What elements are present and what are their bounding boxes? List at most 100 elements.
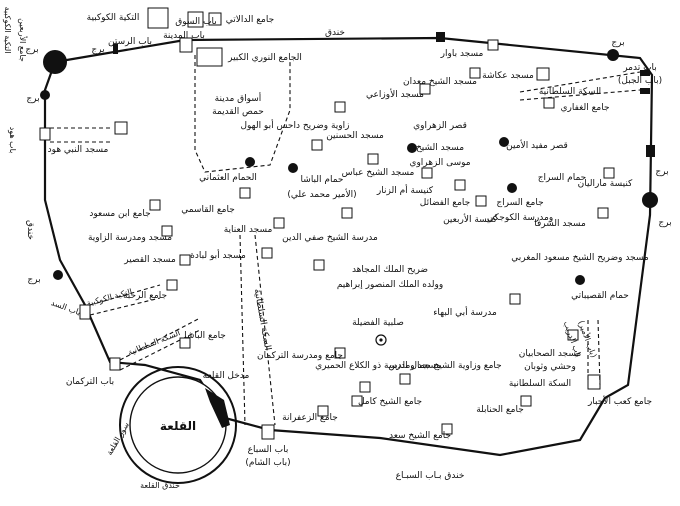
bld-inaba: [273, 217, 285, 229]
label-masjid-madan: مسجد الشيخ معدان: [403, 77, 477, 87]
label-bab-sudd: باب السد: [50, 298, 82, 317]
bld-fadail: [454, 179, 466, 191]
label-masjid-sahabiyan: مسجد الصحابيان: [519, 349, 582, 359]
bld-nuri: [196, 47, 223, 67]
label-aswaq2: حمص القديمة: [212, 107, 264, 117]
dot-mufid: [499, 137, 509, 147]
bld-awzai: [419, 83, 431, 95]
salibiya-center: [379, 338, 383, 342]
label-bab-rastan: باب الرستن: [108, 37, 152, 47]
label-khandaq-top: خندق: [325, 28, 345, 38]
label-jami-zawiya-jamal: جامع وزاوية الشيخ جمال الدين: [388, 361, 501, 371]
bld-zunnar: [421, 167, 433, 179]
label-jami-zafarana: جامع الزعفرانة: [282, 413, 338, 423]
bld-abu-hawl: [334, 101, 346, 113]
label-masjid-awzai: مسجد الأوزاعي: [366, 88, 424, 100]
bld-mujahid: [313, 259, 325, 271]
label-burj-r: برج: [655, 167, 668, 177]
city-wall: [43, 36, 654, 457]
map-labels: خندق خندق بـاب السبـاع خندق خندق القلعة …: [3, 7, 672, 490]
bld-ukasha: [536, 67, 550, 81]
label-qasr-zahrawi: قصر الزهراوي: [413, 121, 467, 131]
label-masjid-abu-libada: مسجد أبو لبادة: [190, 249, 246, 261]
label-masjid-ukasha: مسجد عكاشة: [482, 71, 534, 81]
label-masjid-bawar: مسجد باوار: [440, 49, 484, 59]
label-bab-hud: باب هود: [8, 127, 17, 154]
road-sultaniya-top: [519, 71, 641, 101]
road-right: [587, 319, 601, 386]
bld-mar-elian: [603, 167, 615, 179]
label-jami-nuri: الجامع النوري الكبير: [227, 53, 302, 63]
label-burj-tl: برج: [91, 45, 104, 55]
bld-ghaffari: [543, 97, 555, 109]
label-masjid-nabi-hud: مسجد النبي هود: [48, 145, 109, 155]
label-jami-kaab: جامع كعب الأحبار: [587, 395, 652, 407]
label-burj-r2: برج: [658, 218, 671, 228]
bld-madan: [469, 67, 481, 79]
label-masjid-kalaj: مسجد ومدرسة ذو الكلاع الحميري: [315, 361, 441, 371]
label-madrasa-safi: مدرسة الشيخ صفي الدين: [282, 233, 378, 243]
dot-siraj: [507, 183, 517, 193]
label-bab-madina: باب المدينة: [163, 31, 205, 41]
gate-rastan: [113, 44, 118, 54]
label-masjid-hasanin: مسجد الحسنين: [326, 131, 384, 141]
label-khandaq-left: خندق: [25, 220, 35, 240]
label-masjid-maghribi: مسجد وضريح الشيخ مسعود المغربي: [511, 253, 649, 263]
bld-zafarana: [317, 405, 329, 417]
bld-basha: [179, 337, 191, 349]
bld-abi-bahaa: [509, 293, 521, 305]
label-jami-basha: جامع الباشا: [184, 331, 226, 341]
label-bab-tadmur: باب تدمر: [622, 63, 657, 73]
bld-qusayr: [179, 254, 191, 266]
tower-right-1: [642, 192, 658, 208]
label-bab-sibaa: باب السباع: [248, 445, 289, 455]
label-zawiya-abu-hawl: زاوية وضريح داحس أبو الهول: [240, 119, 349, 131]
label-musa-zahrawi: موسى الزهراوي: [409, 158, 470, 168]
label-bab-souq: باب السوق: [175, 17, 216, 27]
bld-arbain: [475, 195, 487, 207]
label-burj-tr: برج: [611, 38, 624, 48]
label-takiya-left: التكية الكوكبية: [3, 7, 12, 54]
label-khandaq-bottom: خندق بـاب السبـاع: [396, 471, 465, 481]
bld-rahba: [166, 279, 178, 291]
label-madrasa-abi-bahaa: مدرسة أبي البهاء: [433, 306, 497, 318]
citadel-outer: [119, 366, 237, 484]
gate-tadmur: [640, 70, 650, 76]
tower-right-sq: [646, 145, 655, 157]
label-hammam-qusaybati: حمام القصيباتي: [571, 291, 629, 301]
gate-tadmur-2: [640, 88, 650, 94]
bld-saad: [441, 423, 453, 435]
bld-hasanin: [311, 139, 323, 151]
label-masjid-shaykh: مسجد الشيخ: [416, 143, 464, 153]
bld-turkman: [334, 347, 346, 359]
label-bab-jabal: (باب الجبل): [618, 76, 662, 86]
buildings: [114, 7, 615, 435]
label-hammam-uthmani: الحمام العثماني: [199, 173, 257, 183]
label-aswaq: أسواق مدينة: [215, 92, 262, 104]
label-qasr-mufid: قصر مفيد الأمين: [506, 139, 568, 151]
label-jami-rahba: جامع الرحبة: [123, 291, 167, 301]
label-khandaq-qalaa: خندق القلعة: [140, 481, 180, 490]
road-left-2: [119, 317, 201, 371]
bld-souq: [187, 11, 204, 28]
label-darih-mujahid: ضريح الملك المجاهد: [352, 265, 428, 275]
gate-draib: [587, 374, 601, 390]
label-jami-dalati: جامع الدالاتي: [226, 15, 274, 25]
label-masjid-turkman: جامع ومدرسة التركمان: [257, 351, 343, 361]
road-left-sultaniya: [89, 284, 161, 316]
label-jami-fadail: جامع الفضائل: [420, 198, 470, 208]
label-jami-ghaffari: جامع الغفاري: [560, 103, 609, 113]
tower-top-left: [43, 50, 67, 74]
tower-top-mid: [436, 32, 445, 42]
label-jami-arbain: جامع الأربعين: [18, 18, 28, 62]
road-hud: [50, 127, 110, 143]
dot-basha: [288, 163, 298, 173]
label-burj-tl2: برج: [25, 45, 38, 55]
label-masjid-shurfa: مسجد الشرفا: [534, 219, 586, 229]
bld-qasimi: [239, 187, 251, 199]
label-burj-l: برج: [26, 94, 39, 104]
salibiya-symbol: [375, 334, 387, 346]
tower-top-right: [607, 49, 619, 61]
bld-takiya: [147, 7, 169, 29]
